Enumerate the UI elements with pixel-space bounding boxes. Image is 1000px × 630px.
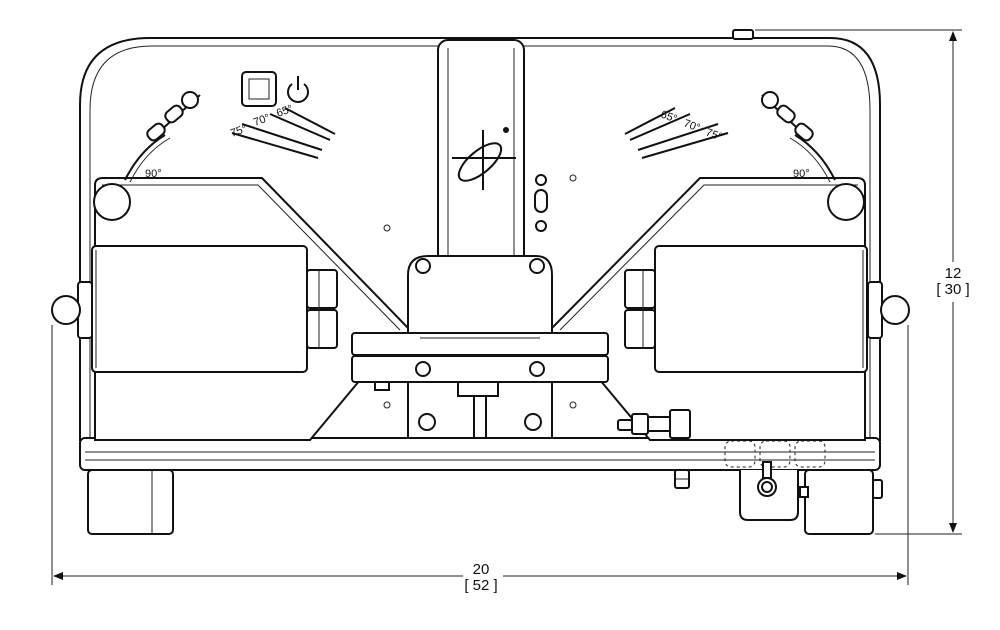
center-slot xyxy=(534,174,548,232)
height-dimension-cm: [ 30 ] xyxy=(936,281,969,298)
housing-inner-outline xyxy=(89,45,871,440)
small-holes xyxy=(383,174,577,409)
center-lower-plate xyxy=(351,355,609,383)
right-foot xyxy=(804,469,883,535)
right-motor-clamps xyxy=(624,269,656,349)
angle-label-left-75: 75° xyxy=(229,123,249,140)
angle-label-right-90: 90° xyxy=(793,168,810,180)
center-bracket xyxy=(407,255,553,336)
right-angle-dial xyxy=(624,91,836,183)
small-bolt-under-base xyxy=(674,469,690,489)
center-valve xyxy=(457,381,499,439)
left-motor-housing xyxy=(91,245,308,373)
base-bracket xyxy=(739,461,809,521)
crosshair-target-icon xyxy=(452,127,516,190)
right-top-round-knob xyxy=(827,183,865,221)
left-angle-dial xyxy=(124,91,336,183)
angle-label-left-65: 65° xyxy=(275,103,295,120)
left-foot xyxy=(87,469,174,535)
left-motor-clamps xyxy=(306,269,338,349)
right-side-knob xyxy=(867,281,910,339)
left-top-round-knob xyxy=(93,183,131,221)
right-motor-housing xyxy=(654,245,868,373)
angle-label-left-70: 70° xyxy=(252,112,272,129)
width-dimension xyxy=(51,325,909,585)
width-dimension-inches: 20 xyxy=(473,561,490,578)
center-column xyxy=(437,39,525,281)
angle-label-right-75: 75° xyxy=(704,127,724,144)
angle-label-right-70: 70° xyxy=(682,118,702,135)
top-knob xyxy=(732,29,754,40)
width-dimension-cm: [ 52 ] xyxy=(464,577,497,594)
hose-fitting xyxy=(617,409,691,439)
height-dimension xyxy=(755,29,962,535)
power-icon xyxy=(287,76,309,103)
center-clamp-plate xyxy=(351,332,609,356)
stop-button-icon xyxy=(241,71,277,107)
angle-label-left-90: 90° xyxy=(145,168,162,180)
angle-label-right-65: 65° xyxy=(659,109,679,126)
height-dimension-inches: 12 xyxy=(945,265,962,282)
left-side-knob xyxy=(51,281,93,339)
